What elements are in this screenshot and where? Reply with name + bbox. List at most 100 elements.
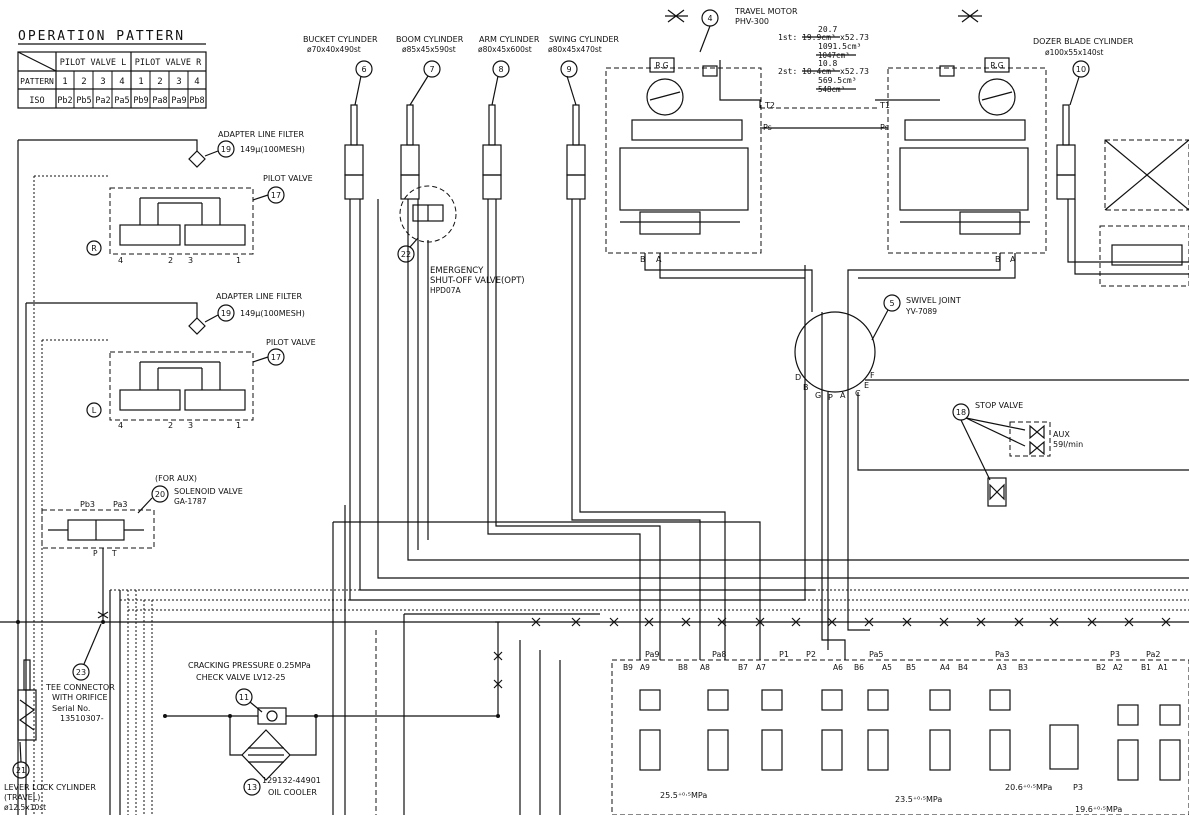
callout-23: 23: [76, 668, 86, 677]
travel-motor-callout: 4 TRAVEL MOTOR PHV-300 20.7 1st: 19.9cm³…: [699, 7, 869, 94]
port-a8: A8: [700, 663, 710, 672]
row-label-iso: ISO: [29, 96, 44, 106]
pilot-valve-side-l: L: [92, 406, 97, 415]
adapter-line-filter-1: ADAPTER LINE FILTER 19 149μ(100MESH): [188, 130, 305, 168]
swivel-joint: 5 SWIVEL JOINT YV-7089 D B G P A C E F: [794, 294, 961, 402]
solenoid-label: SOLENOID VALVE: [174, 487, 243, 496]
s2-total: 569.5cm³: [818, 76, 857, 85]
pilot-port-3: 3: [188, 256, 193, 265]
port-b5: B5: [906, 663, 916, 672]
stop-valve: 18 STOP VALVE AUX 59l/min: [952, 401, 1083, 507]
solenoid-valve: (FOR AUX) 20 SOLENOID VALVE GA-1787 Pb3 …: [41, 474, 243, 558]
port-a9: A9: [640, 663, 650, 672]
swivel-port-g: G: [815, 391, 821, 400]
cylinder-labels: BUCKET CYLINDER ø70x40x490st BOOM CYLIND…: [303, 35, 619, 54]
pilot-valve-l: PILOT VALVE 17 L 4 2 3 1: [86, 338, 316, 430]
pressure-1: 25.5⁺⁰·⁵MPa: [660, 791, 707, 800]
port-a-left: A: [656, 255, 662, 264]
solenoid-port-p: P: [93, 549, 98, 558]
crossed-out-block: [1099, 139, 1189, 287]
callout-21: 21: [16, 766, 26, 775]
iso-cell: Pb8: [189, 96, 204, 106]
callout-4: 4: [707, 14, 712, 23]
iso-cell: Pa5: [114, 96, 129, 106]
emergency-label-3: HPD07A: [430, 286, 461, 295]
swivel-port-d: D: [795, 373, 801, 382]
iso-cell: Pa2: [95, 96, 110, 106]
check-valve: CRACKING PRESSURE 0.25MPa CHECK VALVE LV…: [163, 661, 500, 725]
pilot-port-2: 2: [168, 256, 173, 265]
swivel-port-f: F: [870, 371, 875, 380]
iso-cell: Pa9: [171, 96, 186, 106]
callout-13: 13: [247, 783, 257, 792]
cylinder-callouts: 6 7 8 9: [354, 60, 578, 106]
port-pa5: Pa5: [869, 650, 883, 659]
pattern-cell: 4: [194, 77, 199, 87]
callout-20: 20: [155, 490, 165, 499]
arm-cylinder-spec: ø80x45x600st: [478, 45, 532, 54]
operation-pattern-table: OPERATION PATTERN PILOT VALVE L PILOT VA…: [17, 29, 207, 109]
tee-label-2: WITH ORIFICE: [52, 693, 108, 702]
filter-1-spec: 149μ(100MESH): [240, 145, 305, 154]
solenoid-port-t: T: [111, 549, 117, 558]
lever-lock-travel: (TRAVEL): [4, 793, 40, 802]
port-a7: A7: [756, 663, 766, 672]
tee-label-1: TEE CONNECTOR: [45, 683, 115, 692]
header-pilot-valve-r: PILOT VALVE R: [135, 58, 202, 68]
swivel-port-e: E: [864, 381, 869, 390]
iso-cell: Pb2: [57, 96, 72, 106]
port-a1: A1: [1158, 663, 1168, 672]
port-p3: P3: [1110, 650, 1120, 659]
arm-cylinder-label: ARM CYLINDER: [479, 35, 540, 44]
emergency-label-1: EMERGENCY: [430, 266, 484, 276]
row-label-pattern: PATTERN: [20, 77, 54, 86]
port-b1: B1: [1141, 663, 1151, 672]
travel-motor-left: R.G B A: [605, 9, 762, 264]
travel-motor-model: PHV-300: [735, 17, 769, 26]
port-a5: A5: [882, 663, 892, 672]
port-p1: P1: [779, 650, 789, 659]
port-a6: A6: [833, 663, 843, 672]
port-t2: T2: [764, 101, 775, 110]
lever-lock-cylinder: 21 LEVER LOCK CYLINDER (TRAVEL) ø12.5x10…: [4, 659, 96, 812]
solenoid-pb3: Pb3: [80, 500, 95, 509]
solenoid-model: GA-1787: [174, 497, 207, 506]
emergency-shutoff-valve: 22 EMERGENCY SHUT-OFF VALVE(OPT) HPD07A: [397, 185, 525, 295]
oil-cooler-part: 129132-44901: [262, 776, 321, 785]
port-b6: B6: [854, 663, 864, 672]
travel-motor-name: TRAVEL MOTOR: [734, 7, 798, 16]
callout-8: 8: [498, 65, 503, 74]
iso-cell: Pa8: [152, 96, 167, 106]
operation-pattern-title: OPERATION PATTERN: [18, 29, 185, 44]
callout-17a: 17: [271, 191, 281, 200]
pattern-cell: 2: [157, 77, 162, 87]
swivel-label: SWIVEL JOINT: [906, 296, 961, 305]
port-a3: A3: [997, 663, 1007, 672]
port-pa8: Pa8: [712, 650, 726, 659]
pilot-valve-1-label: PILOT VALVE: [263, 174, 313, 183]
port-a-right: A: [1010, 255, 1016, 264]
callout-19a: 19: [221, 145, 231, 154]
callout-6: 6: [361, 65, 366, 74]
lever-lock-label: LEVER LOCK CYLINDER: [4, 783, 96, 792]
callout-9: 9: [566, 65, 571, 74]
swivel-port-b: B: [803, 383, 809, 392]
filter-2-spec: 149μ(100MESH): [240, 309, 305, 318]
pilot-port-4b: 4: [118, 421, 123, 430]
port-b-left: B: [640, 255, 646, 264]
pilot-valve-r: PILOT VALVE 17 R 4 2 3 1: [86, 174, 313, 265]
bucket-cylinder-label: BUCKET CYLINDER: [303, 35, 378, 44]
boom-cylinder-spec: ø85x45x590st: [402, 45, 456, 54]
bucket-cylinder-spec: ø70x40x490st: [307, 45, 361, 54]
dozer-label: DOZER BLADE CYLINDER: [1033, 37, 1134, 46]
port-a2: A2: [1113, 663, 1123, 672]
port-p2: P2: [806, 650, 816, 659]
travel-motor-right: R.G B A: [887, 9, 1047, 264]
oil-cooler: 13 129132-44901 OIL COOLER: [229, 716, 321, 797]
pilot-port-1b: 1: [236, 421, 241, 430]
tee-label-3: Serial No.: [52, 704, 90, 713]
s1-label: 1st:: [778, 33, 797, 42]
pressure-4: 19.6⁺⁰·⁵MPa: [1075, 805, 1122, 814]
port-pa2: Pa2: [1146, 650, 1160, 659]
aux-label: AUX: [1053, 430, 1070, 439]
